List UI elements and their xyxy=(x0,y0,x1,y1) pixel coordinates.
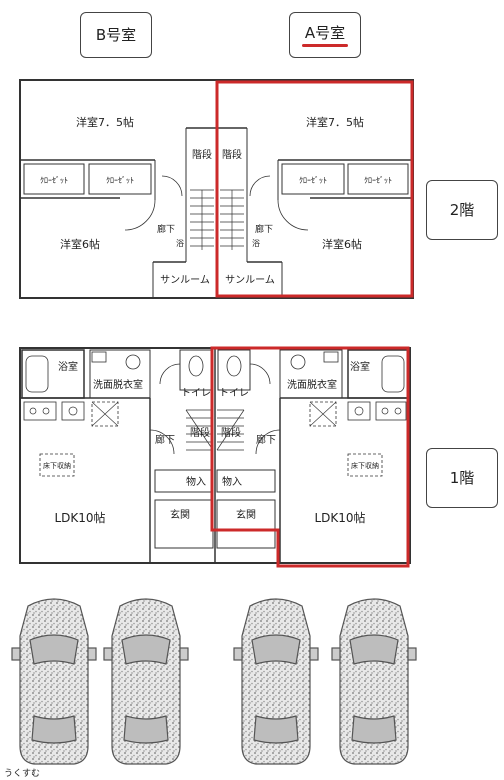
floor1-tag: 1階 xyxy=(426,448,498,508)
f1-a-stairs: 階段 xyxy=(221,426,241,439)
floor2-tag: 2階 xyxy=(426,180,498,240)
unit-b-label: B号室 xyxy=(95,26,137,44)
f1-a-entrance: 玄関 xyxy=(236,508,256,521)
f1-a-hall: 廊下 xyxy=(256,433,276,446)
f1-b-washroom: 洗面脱衣室 xyxy=(93,378,143,391)
unit-a-tag: A号室 xyxy=(289,12,361,58)
f1-b-ldk: LDK10帖 xyxy=(54,510,105,525)
f2-a-closet2: ｸﾛｰｾﾞｯﾄ xyxy=(364,176,392,185)
f1-b-hall: 廊下 xyxy=(155,433,175,446)
f2-a-hall-mid: 浴 xyxy=(252,238,260,248)
f2-b-closet1: ｸﾛｰｾﾞｯﾄ xyxy=(40,176,68,185)
watermark: うくすむ xyxy=(4,768,40,779)
car-4 xyxy=(331,598,417,765)
f1-b-storage: 物入 xyxy=(186,475,206,488)
f2-b-sunroom: サンルーム xyxy=(160,274,210,286)
f1-b-toilet: トイレ xyxy=(181,388,211,399)
f1-b-entrance: 玄関 xyxy=(170,508,190,521)
f2-a-western6: 洋室6帖 xyxy=(322,237,362,251)
f1-b-underfloor: 床下収納 xyxy=(43,461,71,470)
unit-b-tag: B号室 xyxy=(80,12,152,58)
f1-a-underfloor: 床下収納 xyxy=(351,461,379,470)
floor2-unit-a-highlight xyxy=(215,80,414,298)
unit-a-label: A号室 xyxy=(304,24,346,42)
f2-b-stairs: 階段 xyxy=(192,148,212,161)
f2-b-hall: 廊下 xyxy=(157,223,175,235)
f1-a-storage: 物入 xyxy=(222,475,242,488)
f1-a-washroom: 洗面脱衣室 xyxy=(287,378,337,391)
car-2 xyxy=(103,598,189,765)
f2-a-sunroom: サンルーム xyxy=(225,274,275,286)
f2-b-hall-mid: 浴 xyxy=(176,238,184,248)
parking-cars xyxy=(11,598,417,765)
f2-a-hall: 廊下 xyxy=(255,223,273,235)
f1-b-stairs: 階段 xyxy=(190,426,210,439)
f2-a-stairs: 階段 xyxy=(222,148,242,161)
unit-a-underline xyxy=(302,44,348,47)
f1-a-toilet: トイレ xyxy=(219,388,249,399)
f1-a-ldk: LDK10帖 xyxy=(314,510,365,525)
f1-b-bath: 浴室 xyxy=(58,360,78,373)
floor2-label: 2階 xyxy=(449,201,475,219)
floor1-unit-a-highlight xyxy=(210,346,410,568)
f2-b-closet2: ｸﾛｰｾﾞｯﾄ xyxy=(106,176,134,185)
f2-a-closet1: ｸﾛｰｾﾞｯﾄ xyxy=(299,176,327,185)
car-1 xyxy=(11,598,97,765)
car-3 xyxy=(233,598,319,765)
floor1-label: 1階 xyxy=(449,469,475,487)
f1-a-bath: 浴室 xyxy=(350,360,370,373)
floor1-plan xyxy=(19,347,411,564)
f2-a-western75: 洋室7．5帖 xyxy=(306,115,364,129)
f2-b-western75: 洋室7．5帖 xyxy=(76,115,134,129)
f2-b-western6: 洋室6帖 xyxy=(60,237,100,251)
